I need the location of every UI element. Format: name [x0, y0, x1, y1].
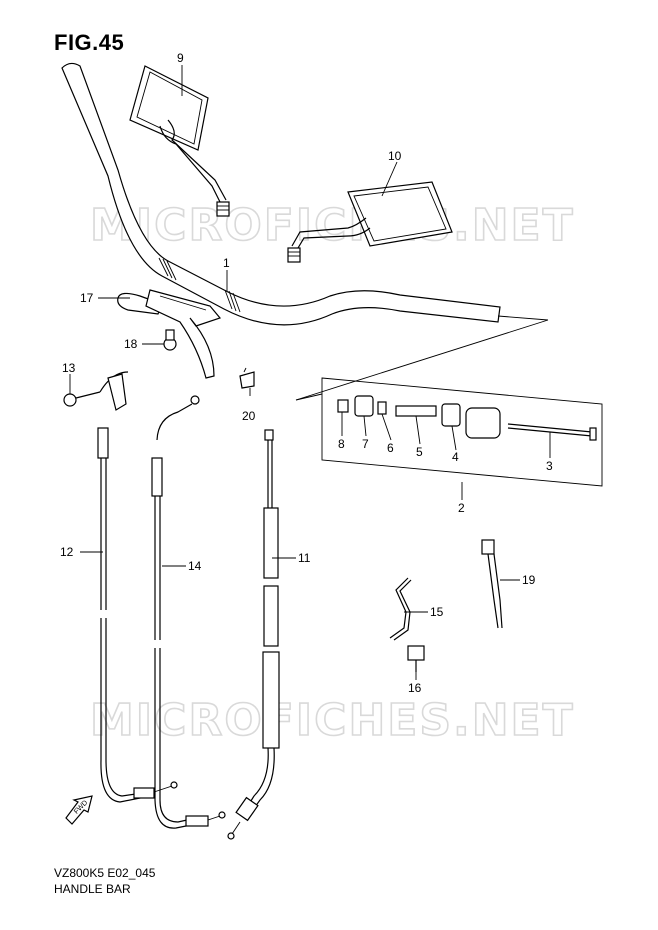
label-13: 13	[62, 361, 76, 375]
label-3: 3	[546, 459, 553, 473]
part-5-spacer	[395, 405, 437, 417]
mirror-right	[287, 181, 453, 263]
label-1: 1	[223, 256, 230, 270]
cable-11	[227, 429, 280, 840]
handlebar	[61, 62, 501, 326]
model-code: VZ800K5 E02_045	[54, 866, 156, 880]
label-18: 18	[124, 337, 138, 351]
part-19-cable-band	[481, 539, 503, 629]
mirror-left	[129, 65, 230, 217]
label-19: 19	[522, 573, 536, 587]
cable-clamp-bracket	[117, 289, 222, 379]
leader-lines	[69, 65, 551, 680]
label-12: 12	[60, 545, 74, 559]
part-6-washer	[377, 401, 387, 415]
cable-14	[151, 395, 226, 829]
watermark-top: MICROFICHES.NET	[90, 200, 575, 251]
label-6: 6	[387, 441, 394, 455]
figure-title: FIG.45	[54, 30, 125, 55]
label-17: 17	[80, 291, 94, 305]
label-20: 20	[242, 409, 256, 423]
part-bar-end-weight	[465, 407, 501, 439]
part-3-bolt	[507, 423, 597, 441]
bar-end-assembly-outline	[295, 315, 603, 487]
label-8: 8	[338, 437, 345, 451]
part-8-nut	[337, 399, 349, 413]
figure-name: HANDLE BAR	[54, 882, 131, 896]
label-11: 11	[298, 551, 311, 565]
part-7-collar	[354, 395, 374, 417]
label-7: 7	[362, 437, 369, 451]
part-15-bracket	[389, 577, 412, 641]
forward-arrow: FWD	[65, 795, 93, 825]
part-labels: 9 10 1 17 18 13 20 8 7 6 5 4 3 2 12 14 1…	[60, 51, 553, 695]
label-14: 14	[188, 559, 202, 573]
label-9: 9	[177, 51, 184, 65]
part-4-bush	[441, 403, 461, 427]
label-16: 16	[408, 681, 422, 695]
label-4: 4	[452, 450, 459, 464]
label-2: 2	[458, 501, 465, 515]
clip-20	[239, 367, 255, 389]
watermark-bottom: MICROFICHES.NET	[90, 695, 575, 746]
label-10: 10	[388, 149, 402, 163]
label-5: 5	[416, 445, 423, 459]
label-15: 15	[430, 605, 444, 619]
screw-13	[63, 391, 101, 407]
cable-12	[97, 371, 178, 803]
part-16-bolt	[407, 645, 425, 672]
bolt-18	[163, 329, 177, 351]
